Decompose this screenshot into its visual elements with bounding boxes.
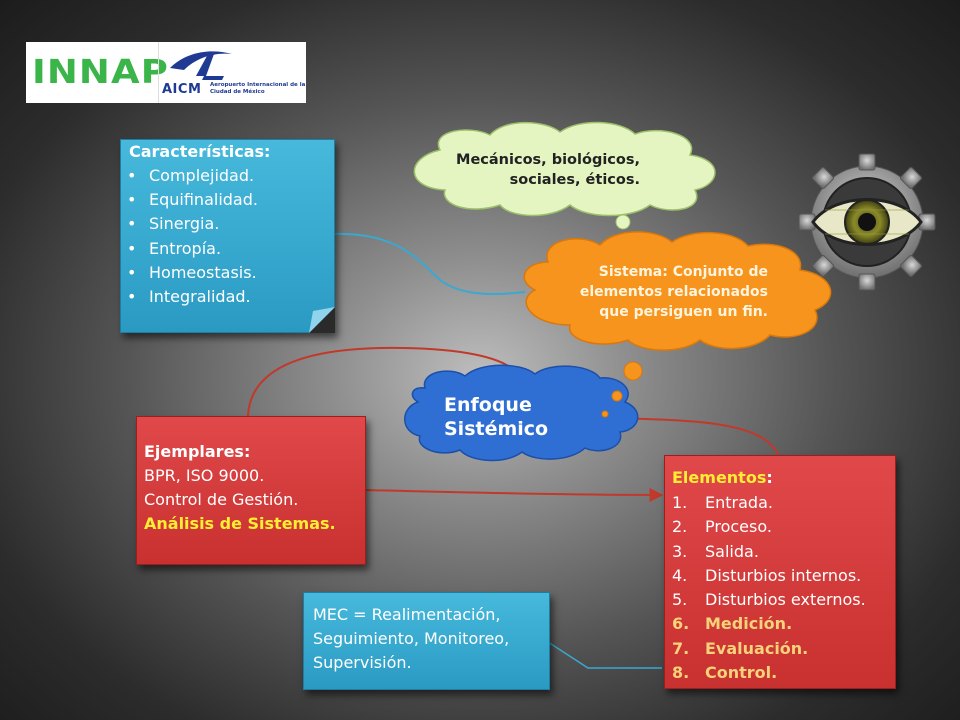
bullet-icon: • [127, 166, 137, 185]
mec-line: Supervisión. [313, 653, 412, 672]
list-item: • Sinergia. [127, 212, 258, 236]
list-item: • Entropía. [127, 237, 258, 261]
innap-logo: INNAP [32, 52, 169, 91]
elementos-title-label: Elementos [672, 468, 767, 487]
list-item-number: 8. [672, 663, 690, 683]
list-item-label: Sinergia. [149, 214, 220, 234]
list-item-label: Entropía. [149, 238, 222, 258]
list-item-label: Homeostasis. [149, 262, 257, 282]
list-item-number: 5. [672, 590, 688, 610]
mec-line: MEC = Realimentación, [313, 605, 501, 624]
list-item-number: 3. [672, 541, 688, 561]
blue-cloud-line: Sistémico [444, 418, 549, 440]
green-cloud-line: Mecánicos, biológicos, [456, 152, 640, 168]
bullet-icon: • [127, 238, 137, 258]
orange-thought-cloud [523, 231, 832, 351]
bullet-icon: • [127, 190, 137, 210]
connector-mec-to-elementos [547, 641, 662, 669]
green-cloud-line: sociales, éticos. [509, 172, 640, 188]
list-item-label: Disturbios internos. [705, 565, 862, 585]
bullet-icon: • [127, 214, 137, 234]
aicm-logo-text: AICM [162, 82, 202, 97]
list-item-label: Evaluación. [705, 638, 809, 658]
list-item: 5. Disturbios externos. [672, 588, 866, 612]
caracteristicas-box: Características: • Complejidad. • Equifina… [120, 139, 335, 333]
orange-cloud-line: elementos relacionados [579, 284, 768, 300]
orange-cloud-text: Sistema: Conjunto de elementos relaciona… [560, 262, 768, 322]
list-item: • Complejidad. [127, 164, 258, 188]
list-item-number: 4. [672, 565, 688, 585]
ejemplares-line: Control de Gestión. [144, 490, 299, 509]
list-item: 1. Entrada. [672, 491, 866, 515]
arrow-ejemplares-to-elementos [363, 487, 664, 502]
list-item-label: Complejidad. [149, 166, 255, 185]
blue-cloud-line: Enfoque [444, 394, 532, 416]
list-item-number: 2. [672, 517, 688, 537]
elementos-box: Elementos: 1. Entrada. 2. Proceso. 3. Salid… [664, 455, 896, 689]
blue-thought-cloud [404, 361, 643, 462]
list-item-highlight: 7. Evaluación. [672, 637, 866, 661]
list-item-number: 7. [672, 638, 690, 658]
logo-banner: INNAP AICM Aeropuerto Internacional de l… [26, 42, 306, 103]
eye-gear-icon [798, 153, 936, 291]
orange-cloud-line: Sistema: Conjunto de [598, 264, 768, 280]
ejemplares-line: BPR, ISO 9000. [144, 466, 265, 485]
caracteristicas-title: Características: [129, 142, 271, 161]
elementos-title-colon: : [766, 468, 773, 487]
list-item: • Integralidad. [127, 285, 258, 309]
folded-corner-icon [309, 307, 335, 333]
list-item: • Equifinalidad. [127, 188, 258, 212]
list-item-label: Entrada. [705, 493, 773, 512]
connector-ejemplares-to-enfoque [247, 346, 517, 417]
elementos-list: 1. Entrada. 2. Proceso. 3. Salida. 4. Distur… [672, 491, 866, 685]
mec-box: MEC = Realimentación, Seguimiento, Monit… [303, 592, 550, 690]
list-item-label: Equifinalidad. [149, 190, 258, 210]
caracteristicas-list: • Complejidad. • Equifinalidad. • Sinergia.… [127, 164, 258, 309]
list-item: 2. Proceso. [672, 515, 866, 539]
list-item: 3. Salida. [672, 540, 866, 564]
list-item: 4. Disturbios internos. [672, 564, 866, 588]
list-item-label: Salida. [705, 541, 759, 561]
aicm-logo-icon [170, 51, 232, 80]
elementos-title: Elementos: [672, 468, 773, 487]
ejemplares-line-highlight: Análisis de Sistemas. [144, 514, 336, 533]
list-item: • Homeostasis. [127, 261, 258, 285]
aicm-logo-subtitle: Aeropuerto Internacional de la Ciudad de… [210, 82, 306, 95]
list-item-label: Control. [705, 663, 778, 683]
logo-divider [158, 42, 159, 103]
green-cloud-text: Mecánicos, biológicos, sociales, éticos. [440, 150, 640, 190]
orange-cloud-line: que persiguen un fin. [599, 304, 768, 320]
bullet-icon: • [127, 262, 137, 282]
list-item-highlight: 8. Control. [672, 661, 866, 685]
connector-caracteristicas-to-sistema [332, 232, 526, 296]
bullet-icon: • [127, 286, 137, 306]
list-item-label: Medición. [705, 614, 793, 634]
list-item-label: Disturbios externos. [705, 590, 866, 610]
blue-cloud-text: Enfoque Sistémico [444, 393, 548, 441]
ejemplares-title: Ejemplares: [144, 442, 251, 461]
list-item-number: 1. [672, 493, 688, 512]
list-item-label: Integralidad. [149, 286, 251, 306]
list-item-number: 6. [672, 614, 690, 634]
list-item-label: Proceso. [705, 517, 772, 537]
mec-line: Seguimiento, Monitoreo, [313, 629, 510, 648]
list-item-highlight: 6. Medición. [672, 612, 866, 636]
ejemplares-box: Ejemplares: BPR, ISO 9000. Control de Ge… [136, 416, 366, 565]
